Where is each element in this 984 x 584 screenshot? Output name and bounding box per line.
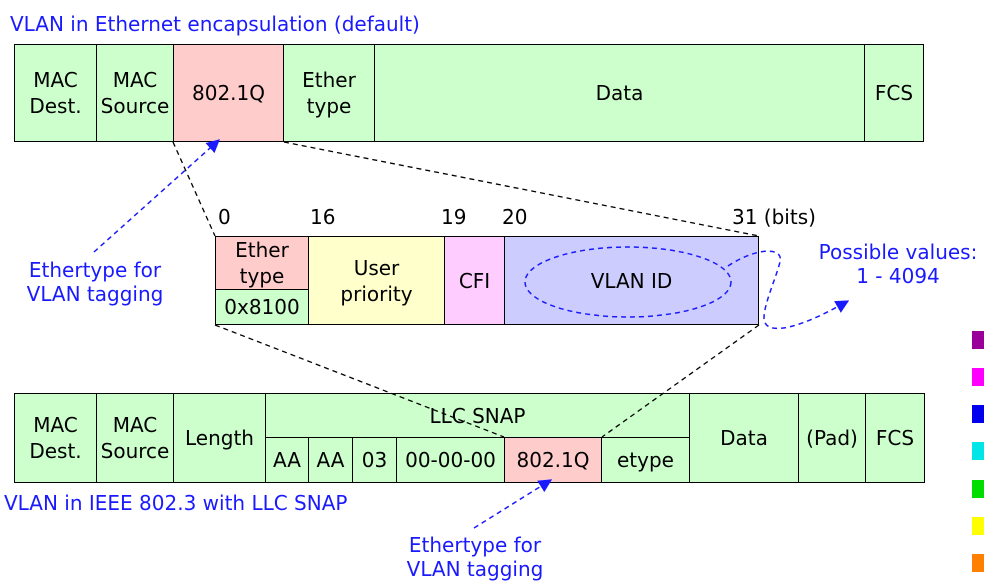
bit-label-19: 19: [441, 205, 467, 229]
top-frame-title: VLAN in Ethernet encapsulation (default): [10, 12, 420, 36]
bottom-frame-title: VLAN in IEEE 802.3 with LLC SNAP: [4, 491, 348, 515]
note-ethertype-bottom: Ethertype for VLAN tagging: [406, 533, 544, 581]
field-vlan-id: VLAN ID: [504, 236, 759, 325]
field-cfi: CFI: [444, 236, 505, 325]
field-aa-2: AA: [308, 437, 353, 483]
field-data-bottom: Data: [689, 393, 799, 483]
bit-label-0: 0: [218, 205, 231, 229]
field-user-priority: User priority: [308, 236, 445, 325]
color-swatch-purple: [972, 331, 984, 349]
arrow-ethertype-bottom: [473, 479, 553, 529]
color-swatch-orange: [972, 554, 984, 572]
field-tag-ethertype-value: 0x8100: [215, 289, 309, 325]
bit-label-20: 20: [502, 205, 528, 229]
color-swatch-yellow: [972, 517, 984, 535]
color-swatch-magenta: [972, 368, 984, 386]
field-length: Length: [173, 393, 266, 483]
field-mac-source-top: MAC Source: [96, 44, 174, 142]
field-aa-1: AA: [265, 437, 309, 483]
color-swatch-green: [972, 480, 984, 498]
color-swatch-cyan: [972, 442, 984, 460]
field-tag-ethertype: Ether type: [215, 236, 309, 290]
zoom-line-top-left: [172, 141, 216, 237]
field-fcs-bottom: FCS: [865, 393, 925, 483]
field-etype: etype: [601, 437, 690, 483]
note-ethertype-top: Ethertype for VLAN tagging: [26, 258, 164, 306]
bit-label-31: 31 (bits): [732, 205, 816, 229]
field-data-top: Data: [374, 44, 865, 142]
field-mac-dest-top: MAC Dest.: [14, 44, 97, 142]
field-mac-dest-bottom: MAC Dest.: [14, 393, 97, 483]
arrow-ethertype-top: [93, 139, 221, 253]
field-ethertype-top: Ether type: [283, 44, 375, 142]
bit-label-16: 16: [310, 205, 336, 229]
field-llc-snap: LLC SNAP: [265, 393, 690, 438]
field-03: 03: [352, 437, 397, 483]
field-oui: 00-00-00: [396, 437, 505, 483]
field-pad: (Pad): [798, 393, 866, 483]
note-possible-values: Possible values: 1 - 4094: [818, 240, 978, 288]
field-8021q-tag-top: 802.1Q: [173, 44, 284, 142]
field-8021q-tag-bottom: 802.1Q: [504, 437, 602, 483]
field-mac-source-bottom: MAC Source: [96, 393, 174, 483]
field-fcs-top: FCS: [864, 44, 924, 142]
color-swatch-blue: [972, 405, 984, 423]
